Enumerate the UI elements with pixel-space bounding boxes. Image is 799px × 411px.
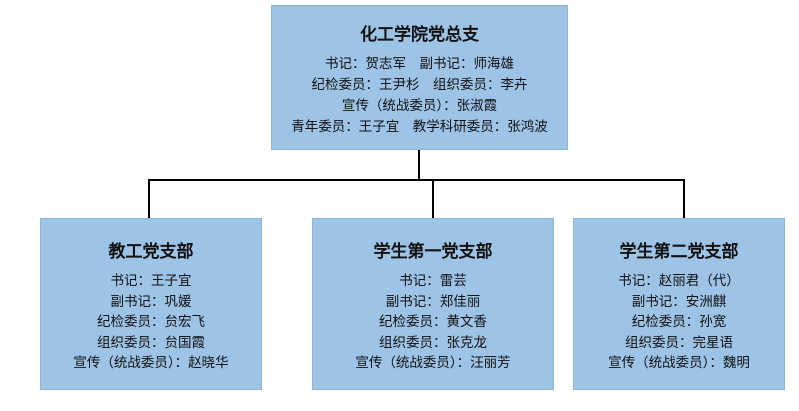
branch-line: 组织委员：贠国霞	[97, 334, 205, 351]
branch-line: 书记：雷芸	[399, 273, 467, 289]
root-line: 书记：贺志军 副书记：师海雄	[325, 56, 514, 72]
branch-title: 学生第二党支部	[619, 242, 739, 262]
branch-line: 组织委员：张克龙	[379, 334, 487, 351]
branch-line: 纪检委员：贠宏飞	[97, 314, 205, 330]
branch-line: 纪检委员：黄文香	[379, 314, 487, 330]
branch-line: 副书记：巩媛	[110, 293, 192, 310]
branch-line: 宣传（统战委员）：魏明	[608, 355, 750, 371]
branch-line: 书记：赵丽君（代）	[618, 273, 740, 289]
branch-title: 教工党支部	[108, 242, 194, 262]
branch-line: 副书记：安洲麒	[631, 293, 727, 310]
root-line: 青年委员：王子宜 教学科研委员：张鸿波	[291, 119, 548, 135]
connector-horizontal	[148, 179, 684, 181]
branch-node-student-2: 学生第二党支部 书记：赵丽君（代） 副书记：安洲麒 纪检委员：孙宽 组织委员：完…	[573, 218, 785, 390]
branch-line: 组织委员：完星语	[625, 334, 733, 351]
branch-title: 学生第一党支部	[373, 242, 493, 262]
root-node: 化工学院党总支 书记：贺志军 副书记：师海雄 纪检委员：王尹杉 组织委员：李卉 …	[271, 5, 568, 150]
connector-branch-1	[148, 179, 150, 218]
branch-line: 宣传（统战委员）：汪丽芳	[355, 355, 511, 371]
branch-node-faculty: 教工党支部 书记：王子宜 副书记：巩媛 纪检委员：贠宏飞 组织委员：贠国霞 宣传…	[40, 218, 262, 390]
root-line: 宣传（统战委员）：张淑霞	[341, 98, 498, 114]
branch-line: 宣传（统战委员）：赵晓华	[73, 355, 229, 371]
root-line: 纪检委员：王尹杉 组织委员：李卉	[311, 77, 528, 93]
connector-branch-3	[683, 179, 685, 218]
branch-line: 副书记：郑佳丽	[385, 293, 481, 310]
connector-branch-2	[432, 179, 434, 218]
branch-node-student-1: 学生第一党支部 书记：雷芸 副书记：郑佳丽 纪检委员：黄文香 组织委员：张克龙 …	[312, 218, 554, 390]
root-title: 化工学院党总支	[360, 25, 479, 45]
branch-line: 纪检委员：孙宽	[631, 314, 727, 330]
branch-line: 书记：王子宜	[110, 273, 192, 289]
connector-root-vertical	[418, 150, 420, 180]
